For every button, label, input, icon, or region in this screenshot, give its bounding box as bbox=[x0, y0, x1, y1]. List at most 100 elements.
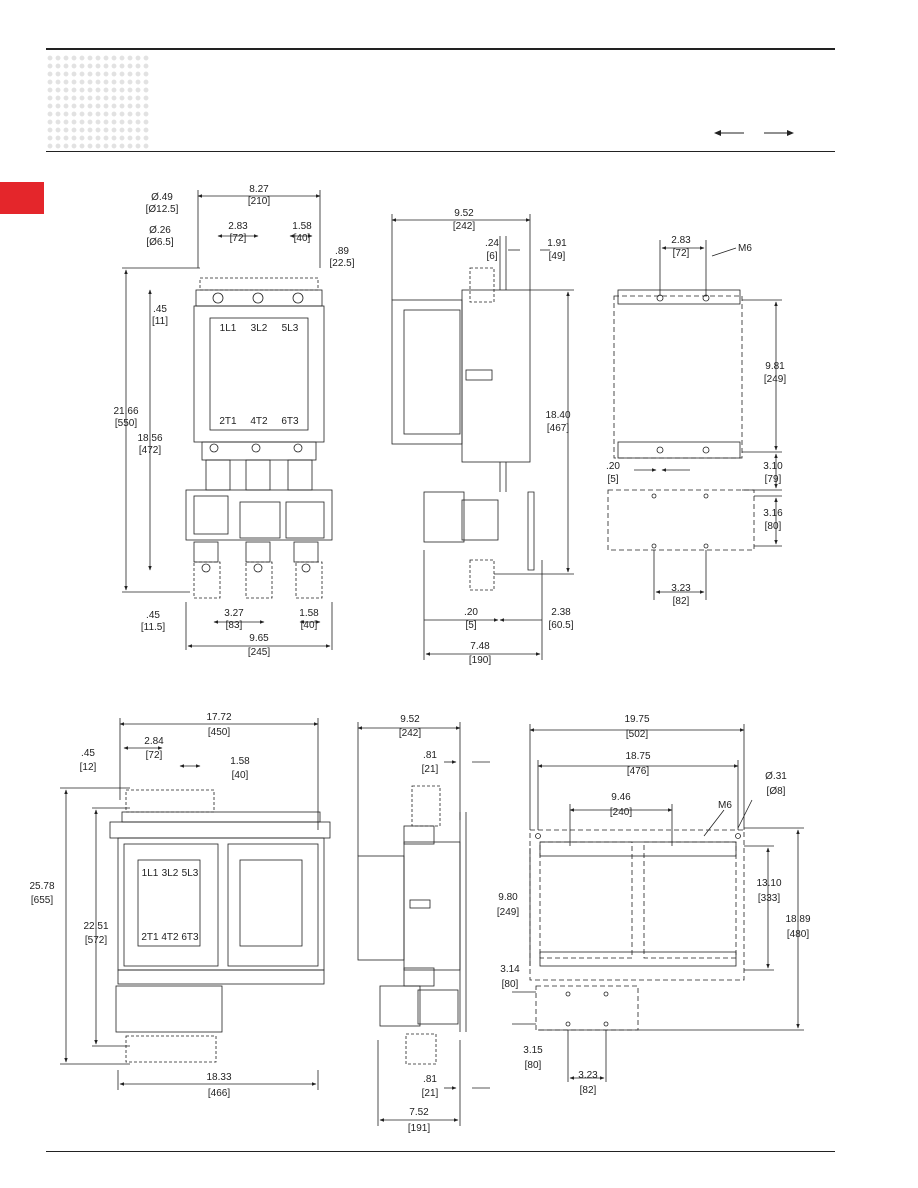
svg-text:[249]: [249] bbox=[497, 907, 519, 918]
svg-text:[83]: [83] bbox=[226, 620, 243, 631]
dim-mm: [242] bbox=[399, 728, 421, 739]
svg-text:[242]: [242] bbox=[453, 221, 475, 232]
svg-text:Ø.49: Ø.49 bbox=[151, 192, 173, 203]
screw-label: M6 bbox=[738, 243, 752, 254]
dim-value: 3.27 bbox=[224, 608, 244, 619]
svg-text:[Ø8]: [Ø8] bbox=[767, 786, 786, 797]
dim-mm: [80] bbox=[765, 521, 782, 532]
terminal-label: 2T1 bbox=[219, 416, 237, 427]
dim-value: 3.14 bbox=[500, 964, 520, 975]
dim-value: 2.84 bbox=[144, 736, 164, 747]
svg-text:[655]: [655] bbox=[31, 895, 53, 906]
svg-text:[242]: [242] bbox=[399, 728, 421, 739]
svg-text:1L1: 1L1 bbox=[220, 323, 237, 334]
svg-text:[11.5]: [11.5] bbox=[141, 622, 165, 633]
dim-mm: [472] bbox=[139, 445, 161, 456]
dim-mm: [11.5] bbox=[141, 622, 165, 633]
dim-mm: [80] bbox=[525, 1060, 542, 1071]
dim-mm: [11] bbox=[152, 316, 168, 327]
svg-text:21.66: 21.66 bbox=[113, 406, 138, 417]
svg-text:3.14: 3.14 bbox=[500, 964, 520, 975]
dim-value: 19.75 bbox=[624, 714, 649, 725]
dim-value: 8.27 bbox=[249, 184, 269, 195]
svg-text:8.27: 8.27 bbox=[249, 184, 269, 195]
dim-value: 3.23 bbox=[578, 1070, 598, 1081]
dim-mm: [72] bbox=[146, 750, 163, 761]
dim-value: .81 bbox=[423, 750, 437, 761]
svg-text:18.33: 18.33 bbox=[206, 1072, 231, 1083]
labels-bottom-front: 17.72 [450] .45 [12] 2.84 [72] 1.58 [40]… bbox=[29, 712, 250, 1099]
svg-text:2T1: 2T1 bbox=[141, 932, 159, 943]
svg-text:5L3: 5L3 bbox=[182, 868, 199, 879]
dim-mm: [5] bbox=[607, 474, 618, 485]
header-dot-pattern bbox=[46, 54, 150, 150]
svg-text:9.80: 9.80 bbox=[498, 892, 518, 903]
svg-text:18.75: 18.75 bbox=[625, 751, 650, 762]
svg-text:18.40: 18.40 bbox=[545, 410, 570, 421]
svg-text:.89: .89 bbox=[335, 246, 349, 257]
dim-mm: [79] bbox=[765, 474, 782, 485]
svg-text:6T3: 6T3 bbox=[281, 416, 299, 427]
dim-value: 21.66 bbox=[113, 406, 138, 417]
terminal-label: 6T3 bbox=[281, 416, 299, 427]
svg-text:[21]: [21] bbox=[422, 1088, 439, 1099]
svg-text:.81: .81 bbox=[423, 1074, 437, 1085]
view-top-front bbox=[122, 190, 333, 650]
svg-text:2.84: 2.84 bbox=[144, 736, 164, 747]
svg-text:[450]: [450] bbox=[208, 727, 230, 738]
terminal-label: 6T3 bbox=[181, 932, 199, 943]
svg-text:3.15: 3.15 bbox=[523, 1045, 543, 1056]
dim-mm: [655] bbox=[31, 895, 53, 906]
dim-mm: [12] bbox=[80, 762, 97, 773]
svg-text:[80]: [80] bbox=[765, 521, 782, 532]
labels-bottom-mount: 19.75 [502] 18.75 [476] Ø.31 [Ø8] 9.46 [… bbox=[497, 714, 811, 1096]
svg-text:3.23: 3.23 bbox=[671, 583, 691, 594]
svg-text:2T1: 2T1 bbox=[219, 416, 237, 427]
svg-text:[333]: [333] bbox=[758, 893, 780, 904]
dim-mm: [Ø12.5] bbox=[146, 204, 179, 215]
svg-text:13.10: 13.10 bbox=[756, 878, 781, 889]
dim-mm: [480] bbox=[787, 929, 809, 940]
svg-text:3.27: 3.27 bbox=[224, 608, 244, 619]
svg-text:[40]: [40] bbox=[301, 620, 318, 631]
view-bottom-side bbox=[357, 722, 490, 1126]
dim-value: 9.81 bbox=[765, 361, 785, 372]
dim-mm: [333] bbox=[758, 893, 780, 904]
svg-text:M6: M6 bbox=[718, 800, 732, 811]
svg-text:[Ø12.5]: [Ø12.5] bbox=[146, 204, 179, 215]
dim-value: .45 bbox=[146, 610, 160, 621]
dim-value: 22.51 bbox=[83, 921, 108, 932]
svg-text:[480]: [480] bbox=[787, 929, 809, 940]
terminal-label: 3L2 bbox=[251, 323, 268, 334]
dim-mm: [Ø8] bbox=[767, 786, 786, 797]
dim-value: .45 bbox=[153, 304, 167, 315]
dim-mm: [240] bbox=[610, 807, 632, 818]
svg-text:7.48: 7.48 bbox=[470, 641, 490, 652]
dim-value: 3.15 bbox=[523, 1045, 543, 1056]
svg-text:[22.5]: [22.5] bbox=[329, 258, 354, 269]
svg-text:1.58: 1.58 bbox=[299, 608, 319, 619]
dim-value: 1.58 bbox=[299, 608, 319, 619]
terminal-label: 4T2 bbox=[161, 932, 179, 943]
view-top-side bbox=[391, 214, 574, 660]
svg-text:3.10: 3.10 bbox=[763, 461, 783, 472]
dim-mm: [49] bbox=[549, 251, 566, 262]
svg-text:[82]: [82] bbox=[580, 1085, 597, 1096]
dim-mm: [40] bbox=[301, 620, 318, 631]
svg-text:.81: .81 bbox=[423, 750, 437, 761]
terminal-label: 3L2 bbox=[162, 868, 179, 879]
dim-value: .81 bbox=[423, 1074, 437, 1085]
svg-text:[191]: [191] bbox=[408, 1123, 430, 1134]
svg-text:2.38: 2.38 bbox=[551, 607, 571, 618]
svg-text:.45: .45 bbox=[81, 748, 95, 759]
dim-value: 7.48 bbox=[470, 641, 490, 652]
svg-text:.45: .45 bbox=[146, 610, 160, 621]
svg-text:2.83: 2.83 bbox=[228, 221, 248, 232]
dim-mm: [245] bbox=[248, 647, 270, 658]
dim-value: Ø.49 bbox=[151, 192, 173, 203]
dim-value: 25.78 bbox=[29, 881, 54, 892]
svg-text:[466]: [466] bbox=[208, 1088, 230, 1099]
labels-top-mount: 2.83 [72] M6 9.81 [249] .20 [5] 3.10 [79… bbox=[606, 235, 786, 607]
terminal-label: 5L3 bbox=[182, 868, 199, 879]
svg-text:[60.5]: [60.5] bbox=[548, 620, 573, 631]
